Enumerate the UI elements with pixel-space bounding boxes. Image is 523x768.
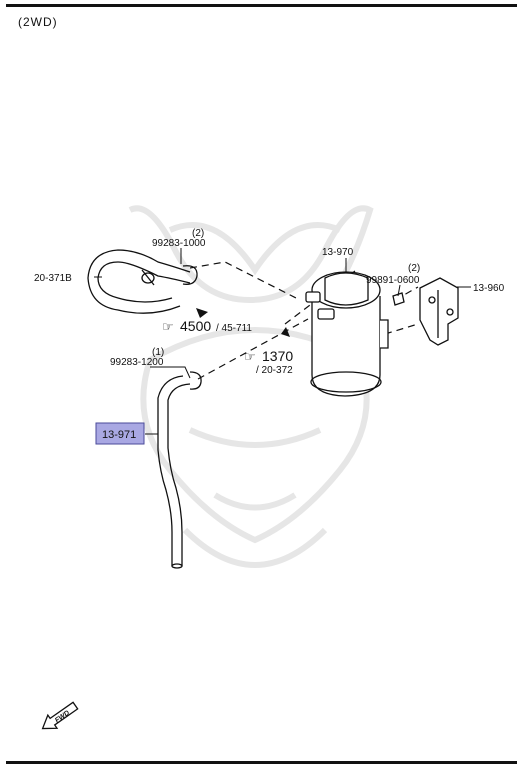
reference-hand-icon-2: ☞	[244, 349, 256, 364]
bolt-qty: (2)	[408, 263, 420, 274]
ref-1370-group: 1370	[262, 348, 293, 364]
mounting-bracket	[392, 277, 459, 346]
ref-4500-sub: / 45-711	[216, 323, 252, 334]
clamp-lower-part: 99283-1200	[110, 357, 164, 368]
bolt-part: 99891-0600	[366, 275, 420, 286]
reference-hand-icon: ☞	[162, 319, 174, 334]
watermark-helmet-icon	[128, 205, 374, 568]
arrow-markers	[196, 308, 290, 337]
clamp-upper-qty: (2)	[192, 228, 204, 239]
upper-hose-part: 20-371B	[34, 273, 72, 284]
variant-label: (2WD)	[18, 15, 58, 29]
clamp-upper-part: 99283-1000	[152, 238, 206, 249]
fwd-arrow-icon: FWD	[41, 701, 79, 730]
fwd-label: FWD	[54, 710, 71, 725]
clamp-lower-qty: (1)	[152, 347, 164, 358]
bottom-border	[6, 761, 517, 764]
canister	[305, 271, 389, 397]
bracket-part: 13-960	[473, 283, 505, 294]
ref-4500-group: 4500	[180, 318, 211, 334]
selected-part-highlight[interactable]	[95, 422, 145, 445]
lower-hose-part: 13-971	[102, 429, 136, 441]
canister-part: 13-970	[322, 247, 354, 258]
lower-hose	[157, 371, 202, 569]
top-border	[6, 4, 517, 7]
leader-lines	[94, 248, 471, 435]
ref-1370-sub: / 20-372	[256, 365, 293, 376]
upper-hose	[87, 249, 198, 314]
